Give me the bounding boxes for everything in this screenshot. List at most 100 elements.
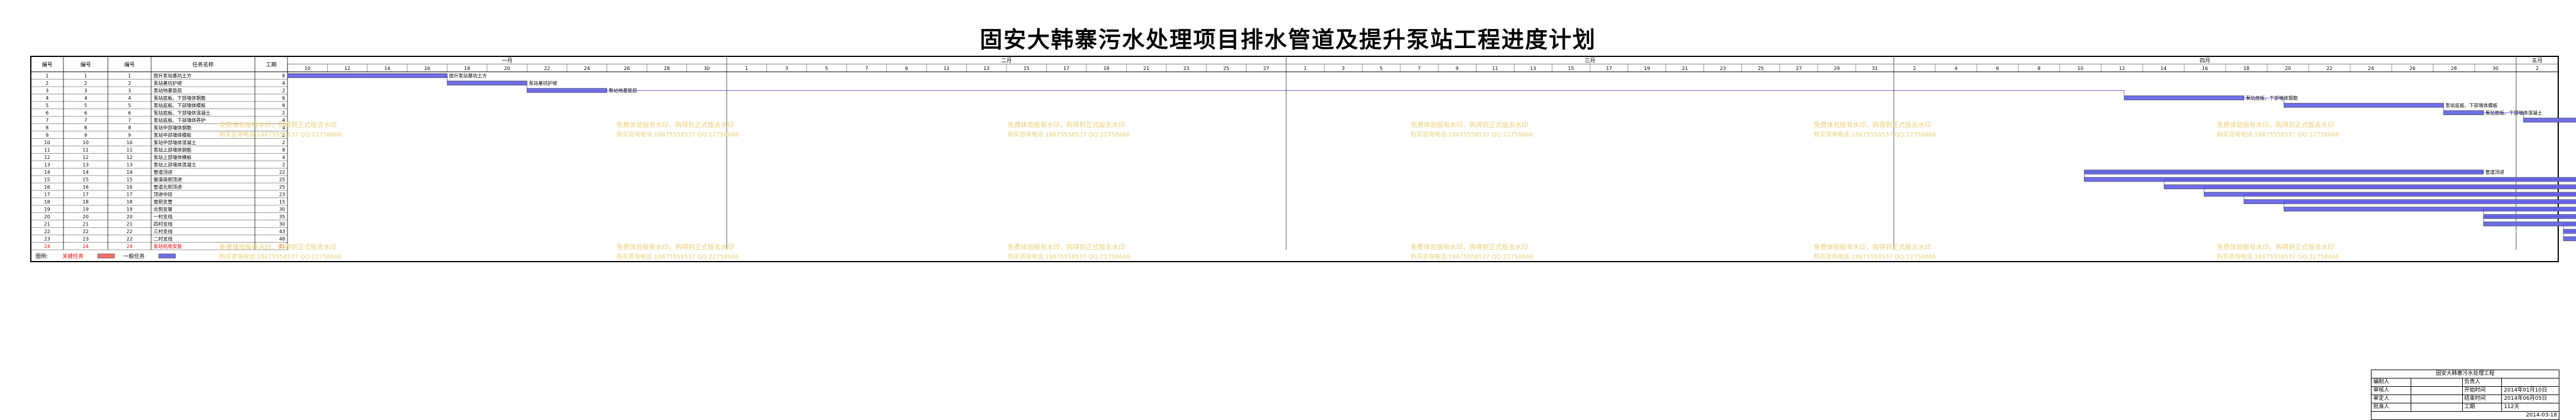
watermark-text: 购买咨询电话:18675558537 QQ:22758666 xyxy=(2217,131,2340,138)
row-number: 21 xyxy=(82,222,88,227)
day-label: 27 xyxy=(1796,66,1802,71)
row-number: 2 xyxy=(46,81,49,86)
day-label: 28 xyxy=(664,66,670,71)
day-label: 9 xyxy=(1456,66,1459,71)
task-name: 泵站底板、下部墙体模板 xyxy=(154,103,206,109)
row-number: 4 xyxy=(46,96,49,101)
task-name: 三村支线 xyxy=(154,228,172,234)
task-duration: 8 xyxy=(282,103,285,109)
task-duration: 2 xyxy=(282,140,285,145)
dependency-link xyxy=(2204,186,2576,193)
dependency-link xyxy=(2243,194,2576,200)
watermark-text: 免费体验版有水印，购得到正式版去水印 xyxy=(1411,243,1528,251)
day-label: 27 xyxy=(1263,66,1269,71)
day-label: 25 xyxy=(1758,66,1764,71)
task-duration: 21 xyxy=(279,244,285,249)
watermark-text: 购买咨询电话:18675558537 QQ:22758666 xyxy=(1814,131,1936,138)
legend-critical-swatch xyxy=(97,253,115,259)
task-duration: 30 xyxy=(279,207,285,212)
day-label: 11 xyxy=(944,66,950,71)
task-duration: 23 xyxy=(279,192,285,198)
day-label: 12 xyxy=(2119,66,2125,71)
day-label: 1 xyxy=(1303,66,1306,71)
row-number: 19 xyxy=(44,207,50,212)
month-label: 一月 xyxy=(501,58,512,64)
watermark-text: 免费体验版有水印，购得到正式版去水印 xyxy=(1814,120,1931,129)
day-label: 26 xyxy=(624,66,629,71)
dependency-link xyxy=(2483,209,2576,215)
row-number: 6 xyxy=(128,110,131,116)
day-label: 22 xyxy=(2326,66,2332,71)
day-label: 30 xyxy=(2492,66,2498,71)
task-bar xyxy=(2124,96,2245,100)
day-label: 29 xyxy=(1834,66,1840,71)
day-label: 24 xyxy=(2368,66,2374,71)
watermark-text: 免费体验版有水印，购得到正式版去水印 xyxy=(616,243,734,251)
row-number: 13 xyxy=(126,163,132,168)
row-number: 2 xyxy=(128,81,131,86)
day-label: 31 xyxy=(1872,66,1878,71)
page-title: 固安大韩寨污水处理项目排水管道及提升泵站工程进度计划 xyxy=(979,26,1596,53)
column-header: 编号 xyxy=(80,61,91,68)
row-number: 3 xyxy=(46,88,49,94)
row-number: 6 xyxy=(84,110,87,116)
day-label: 17 xyxy=(1606,66,1612,71)
task-bar xyxy=(2563,236,2576,241)
day-label: 24 xyxy=(584,66,590,71)
watermark-text: 免费体验版有水印，购得到正式版去水印 xyxy=(616,120,734,129)
row-number: 5 xyxy=(46,103,49,109)
day-label: 9 xyxy=(905,66,908,71)
task-name: 泵站上部墙体混凝土 xyxy=(154,162,196,168)
row-number: 1 xyxy=(46,74,49,79)
row-number: 2 xyxy=(84,81,87,86)
row-number: 22 xyxy=(44,229,50,234)
task-name: 泵站底板、下部墙体养护 xyxy=(154,117,206,123)
row-number: 15 xyxy=(82,177,88,183)
row-number: 24 xyxy=(44,244,50,249)
watermark-text: 购买咨询电话:18675558537 QQ:22758666 xyxy=(1411,131,1533,138)
day-label: 20 xyxy=(504,66,510,71)
day-label: 8 xyxy=(2037,66,2040,71)
task-name: 南侧支管 xyxy=(154,199,172,205)
column-header: 工期 xyxy=(266,62,276,68)
column-header: 任务名称 xyxy=(192,61,213,68)
task-name: 泵站中部墙体钢筋 xyxy=(154,125,191,131)
task-name: 泵站底板、下部墙体混凝土 xyxy=(154,110,210,116)
watermark-text: 购买咨询电话:18675558537 QQ:22758666 xyxy=(2217,253,2340,260)
watermark-text: 购买咨询电话:18675558537 QQ:22758666 xyxy=(219,253,342,260)
row-number: 7 xyxy=(128,118,131,123)
watermark-text: 免费体验版有水印，购得到正式版去水印 xyxy=(2217,120,2334,129)
dependency-link xyxy=(2563,231,2576,237)
row-number: 7 xyxy=(84,118,87,123)
task-duration: 2 xyxy=(282,133,285,138)
day-label: 19 xyxy=(1103,66,1109,71)
task-name: 泵站上部墙体模板 xyxy=(154,154,191,160)
row-number: 16 xyxy=(126,184,132,190)
row-number: 3 xyxy=(84,88,87,94)
task-duration: 8 xyxy=(282,74,285,79)
row-number: 12 xyxy=(44,155,50,160)
row-number: 4 xyxy=(84,96,87,101)
watermark-text: 购买咨询电话:18675558537 QQ:22758666 xyxy=(1008,253,1130,260)
legend-label: 图例: xyxy=(36,253,48,260)
row-number: 10 xyxy=(126,140,132,145)
day-label: 22 xyxy=(544,66,550,71)
row-number: 14 xyxy=(44,170,50,175)
day-label: 13 xyxy=(983,66,989,71)
task-duration: 30 xyxy=(279,222,285,227)
task-duration: 48 xyxy=(279,237,285,242)
row-number: 20 xyxy=(126,214,132,219)
day-label: 1 xyxy=(745,66,748,71)
day-label: 15 xyxy=(1024,66,1030,71)
legend-critical-label: 关键任务 xyxy=(62,253,84,260)
row-number: 22 xyxy=(82,229,88,234)
row-number: 13 xyxy=(44,163,50,168)
task-duration: 4 xyxy=(282,125,285,131)
row-number: 22 xyxy=(126,237,132,242)
task-bar-label: 提升泵站基坑土方 xyxy=(449,73,487,79)
day-label: 16 xyxy=(424,66,430,71)
task-duration: 2 xyxy=(282,163,285,168)
row-number: 15 xyxy=(126,177,132,183)
day-label: 28 xyxy=(2451,66,2457,71)
month-label: 二月 xyxy=(1001,58,1012,64)
